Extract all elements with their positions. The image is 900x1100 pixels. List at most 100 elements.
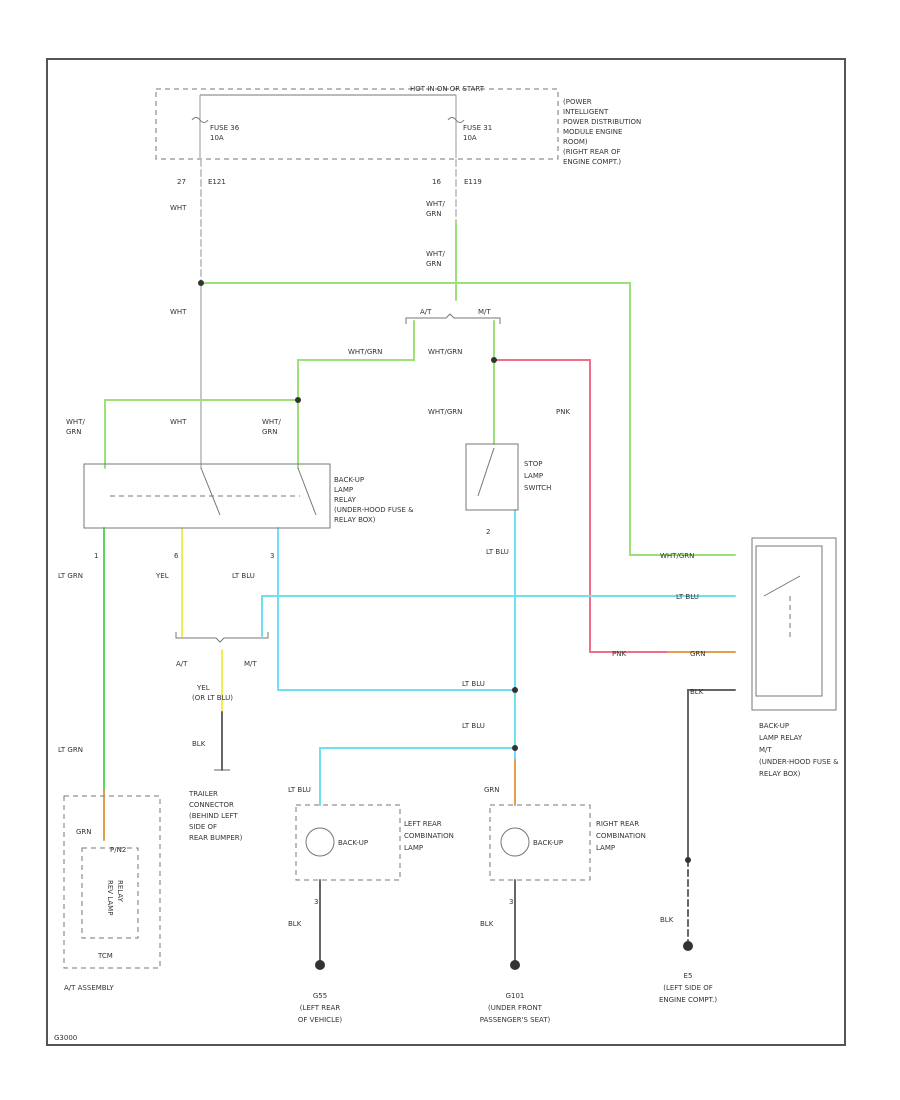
right-lamp-label-1: RIGHT REAR (596, 820, 639, 828)
splice-3 (491, 357, 497, 363)
fuse-31-symbol (447, 117, 465, 123)
wire-blk-mt-relay (687, 689, 736, 861)
fuse-box-label-2: INTELLIGENT (563, 108, 609, 116)
wire-label-lt-blu-3: LT BLU (676, 593, 699, 601)
conn-e119: E119 (464, 178, 482, 186)
fuse-36-rating: 10A (210, 134, 224, 142)
right-lamp-bulb-icon (500, 827, 530, 857)
wire-label-lt-blu-4: LT BLU (462, 680, 485, 688)
wire-label-wht-3: WHT (170, 418, 187, 426)
ground-g55-label-2: (LEFT REAR (300, 1004, 341, 1012)
tcm-label: TCM (97, 952, 113, 960)
mt-relay-contact (763, 575, 801, 597)
relay-pin-3: 3 (270, 552, 274, 560)
trailer-label-2: CONNECTOR (189, 801, 234, 809)
wire-label-grn-3: GRN (76, 828, 92, 836)
right-lamp-pin: 3 (509, 898, 513, 906)
tcm-inner-label-2: RELAY (116, 880, 124, 903)
wire-label-lt-grn-1: LT GRN (58, 572, 83, 580)
wire-label-wht-1: WHT (170, 204, 187, 212)
ground-g55-label-1: G55 (313, 992, 327, 1000)
wire-label-wht-grn-6b: GRN (262, 428, 278, 436)
wire-label-yel-or-b: (OR LT BLU) (192, 694, 233, 702)
at-assembly-label: A/T ASSEMBLY (64, 984, 115, 992)
stop-switch-label-3: SWITCH (524, 484, 551, 492)
wire-lt-blu-left-lamp (319, 747, 516, 806)
stop-switch-box (465, 443, 519, 511)
stop-switch-label-2: LAMP (524, 472, 543, 480)
trailer-label-5: REAR BUMPER) (189, 834, 243, 842)
ground-g55-icon (315, 960, 325, 970)
splice-6 (685, 857, 691, 863)
left-lamp-label-3: LAMP (404, 844, 423, 852)
ground-e5-label-3: ENGINE COMPT.) (659, 996, 717, 1004)
ground-e5-label-1: E5 (684, 972, 693, 980)
left-lamp-pin: 3 (314, 898, 318, 906)
wire-label-lt-blu-6: LT BLU (288, 786, 311, 794)
left-lamp-bulb-label: BACK-UP (338, 839, 368, 847)
backup-relay-label-1: BACK-UP (334, 476, 364, 484)
fuse-36-symbol (191, 117, 209, 123)
wire-wht-grn-at-branch (104, 320, 415, 469)
backup-relay-label-5: RELAY BOX) (334, 516, 376, 524)
stop-pin-2: 2 (486, 528, 490, 536)
at-assembly-outline (63, 795, 161, 969)
backup-lamp-relay: BACK-UP LAMP RELAY (UNDER-HOOD FUSE & RE… (83, 463, 414, 529)
mt-relay-label-2: LAMP RELAY (759, 734, 803, 742)
splice-2 (295, 397, 301, 403)
tcm-pin-label: P/N2 (110, 846, 126, 854)
mt-relay-label-4: (UNDER-HOOD FUSE & (759, 758, 839, 766)
stop-lamp-switch: STOP LAMP SWITCH (465, 443, 551, 511)
mt-relay-label-5: RELAY BOX) (759, 770, 801, 778)
diagram-frame (46, 58, 846, 1046)
fuse-36-label: FUSE 36 (210, 124, 240, 132)
wire-label-blk-1: BLK (690, 688, 704, 696)
relay-pin-1: 1 (94, 552, 98, 560)
wire-label-grn-2: GRN (484, 786, 500, 794)
wire-label-wht-grn-1a: WHT/ (426, 200, 445, 208)
trailer-label-3: (BEHIND LEFT (189, 812, 238, 820)
wire-pnk (493, 359, 669, 653)
mt-relay-inner (755, 545, 823, 697)
wire-label-pnk-2: PNK (612, 650, 626, 658)
splice-1 (198, 280, 204, 286)
at-assembly: P/N2 REV LAMP RELAY TCM A/T ASSEMBLY (63, 795, 161, 992)
ground-g101-label-1: G101 (506, 992, 525, 1000)
right-lamp-outline (489, 804, 591, 881)
splice-5 (512, 745, 518, 751)
left-lamp-bulb-icon (305, 827, 335, 857)
mt-relay-label-1: BACK-UP (759, 722, 789, 730)
backup-relay-label-2: LAMP (334, 486, 353, 494)
wire-wht-grn-to-mt-relay (200, 282, 736, 556)
wire-label-lt-blu-5: LT BLU (462, 722, 485, 730)
fuse-31-rating: 10A (463, 134, 477, 142)
wire-label-wht-grn-4: WHT/GRN (428, 348, 462, 356)
wire-label-yel-or-a: YEL (196, 684, 210, 692)
fuse-box-label-5: ROOM) (563, 138, 588, 146)
left-lamp-label-1: LEFT REAR (404, 820, 442, 828)
tcm-inner-label-1: REV LAMP (106, 880, 114, 915)
fuse-box-label-3: POWER DISTRIBUTION (563, 118, 641, 126)
relay-pin-6: 6 (174, 552, 179, 560)
fuse-box: HOT IN ON OR START FUSE 36 10A FUSE 31 1… (155, 85, 641, 166)
right-lamp-bulb-label: BACK-UP (533, 839, 563, 847)
wire-label-wht-grn-1b: GRN (426, 210, 442, 218)
wire-label-lt-blu-2: LT BLU (486, 548, 509, 556)
wire-label-yel: YEL (155, 572, 169, 580)
wire-label-grn: GRN (690, 650, 706, 658)
wire-label-wht-grn-7: WHT/GRN (428, 408, 462, 416)
wire-label-wht-grn-5b: GRN (66, 428, 82, 436)
ground-e5-icon (683, 941, 693, 951)
wire-label-wht-grn-3: WHT/GRN (348, 348, 382, 356)
mt-relay-outer (751, 537, 837, 711)
wire-label-wht-grn-5a: WHT/ (66, 418, 85, 426)
pin-27: 27 (177, 178, 186, 186)
conn-e121: E121 (208, 178, 226, 186)
at-mt-brace-upper (405, 313, 501, 324)
trailer-connector: TRAILER CONNECTOR (BEHIND LEFT SIDE OF R… (188, 769, 243, 842)
trailer-label-1: TRAILER (188, 790, 218, 798)
stop-switch-contact (477, 447, 495, 497)
backup-relay-box (83, 463, 331, 529)
fuse-box-label-4: MODULE ENGINE (563, 128, 622, 136)
